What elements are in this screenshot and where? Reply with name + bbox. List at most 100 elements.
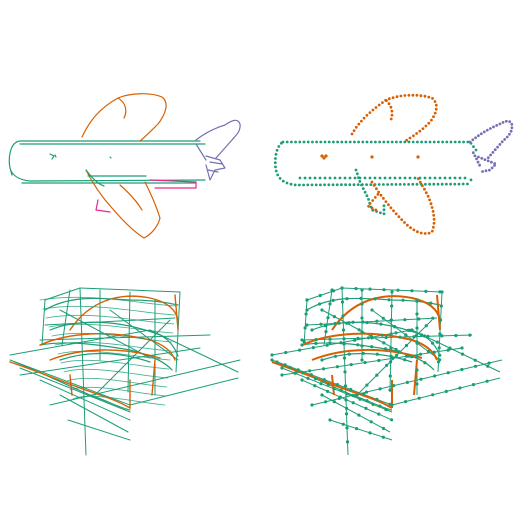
lower-wing-dot <box>376 193 380 196</box>
frame-point <box>342 341 346 346</box>
frame-point <box>370 345 374 349</box>
fuselage-stroke <box>8 140 206 184</box>
fuselage-dot <box>294 140 297 144</box>
fuselage-dot <box>273 161 277 165</box>
frame-line <box>329 419 393 441</box>
upper-wing-dot <box>365 113 369 117</box>
lower-wing-frame-dot <box>382 204 386 208</box>
sketch-stroke <box>60 359 170 370</box>
fuselage-dot <box>274 169 278 173</box>
fuselage-dot <box>441 140 444 144</box>
frame-point <box>343 370 347 374</box>
fuselage-dot <box>302 183 305 187</box>
tail-fin-dot <box>498 143 502 146</box>
upper-wing-stroke <box>81 93 167 142</box>
upper-wing-dot <box>418 129 422 133</box>
lower-wing-dot <box>400 218 404 222</box>
fuselage-dot <box>277 145 281 148</box>
fuselage-dot <box>445 182 448 186</box>
frame-point <box>446 371 450 375</box>
lower-wing-dot <box>394 212 398 216</box>
frame-point <box>342 356 347 360</box>
tail-fin-dot <box>478 163 481 167</box>
fuselage-inner-dot <box>358 176 362 180</box>
fuselage-dot <box>411 140 415 144</box>
fuselage-dot <box>365 140 369 144</box>
accent-curve <box>311 348 423 361</box>
frame-point <box>401 298 405 302</box>
frame-point <box>319 322 323 326</box>
frame-point <box>318 293 322 298</box>
frame-point <box>328 302 332 306</box>
frame-point <box>364 390 369 394</box>
frame-point <box>359 296 363 300</box>
fuselage-dot <box>432 182 436 186</box>
fuselage-dot <box>332 140 335 144</box>
lower-wing-frame-dot <box>355 172 359 176</box>
fuselage-dot <box>285 181 289 185</box>
frame-point <box>389 318 393 322</box>
frame-point <box>300 343 304 347</box>
frame-point <box>415 299 419 303</box>
frame-point <box>294 371 298 375</box>
fuselage-dot <box>289 182 293 186</box>
frame-point <box>335 383 340 387</box>
fuselage-dot <box>390 140 394 144</box>
frame-point <box>381 435 385 439</box>
frame-point <box>300 338 304 342</box>
frame-point <box>340 286 344 290</box>
fuselage-dot <box>462 140 465 144</box>
fuselage-dot <box>407 140 411 144</box>
upper-wing-dot <box>395 95 399 99</box>
frame-point <box>300 378 304 382</box>
tail-fin-dot <box>481 170 484 173</box>
frame-point <box>326 382 330 387</box>
building-point-panel <box>270 286 503 456</box>
tail-fin-dot <box>471 138 475 142</box>
frame-point <box>403 318 407 322</box>
lower-wing-frame-dot <box>354 168 358 172</box>
frame-point <box>318 302 322 306</box>
fuselage-dot <box>458 140 461 144</box>
lower-wing-dot <box>375 187 378 191</box>
tail-fin-dot <box>493 164 496 167</box>
frame-point <box>320 393 324 397</box>
tail-fin-dot <box>505 135 509 139</box>
fuselage-inner-dot <box>443 176 447 180</box>
frame-point <box>320 308 324 312</box>
tail-fin-dot <box>482 130 486 134</box>
fuselage-dot <box>298 140 302 144</box>
tail-fin-dot <box>489 153 492 157</box>
fuselage-dot <box>386 183 389 186</box>
accent-curve <box>331 295 441 331</box>
frame-point <box>440 290 444 294</box>
frame-point <box>351 401 355 405</box>
lower-wing-dot <box>370 206 374 210</box>
frame-point <box>468 333 472 337</box>
frame-point <box>415 312 419 316</box>
tail-fin-dot <box>477 155 480 159</box>
frame-point <box>404 343 409 348</box>
fuselage-dot <box>331 183 335 187</box>
frame-point <box>302 340 306 344</box>
lower-wing-dot <box>412 228 416 232</box>
frame-point <box>460 352 465 356</box>
frame-point <box>444 389 448 393</box>
frame-point <box>342 337 346 341</box>
frame-point <box>439 318 443 322</box>
sketch-stroke <box>66 377 168 388</box>
fuselage-inner-dot <box>308 176 312 180</box>
fuselage-dot <box>394 183 398 186</box>
tail-fin-dot <box>510 122 514 126</box>
sketch-stroke <box>42 305 176 316</box>
sketch-stroke <box>54 341 172 352</box>
frame-point <box>362 392 366 396</box>
lower-wing-dot <box>418 180 422 184</box>
frame-point <box>438 353 442 357</box>
lower-wing-dot <box>432 225 435 229</box>
fuselage-inner-dot <box>363 176 367 180</box>
lower-wing-dot <box>417 177 420 181</box>
airplane-point-panel <box>273 93 514 235</box>
frame-line <box>67 419 131 441</box>
